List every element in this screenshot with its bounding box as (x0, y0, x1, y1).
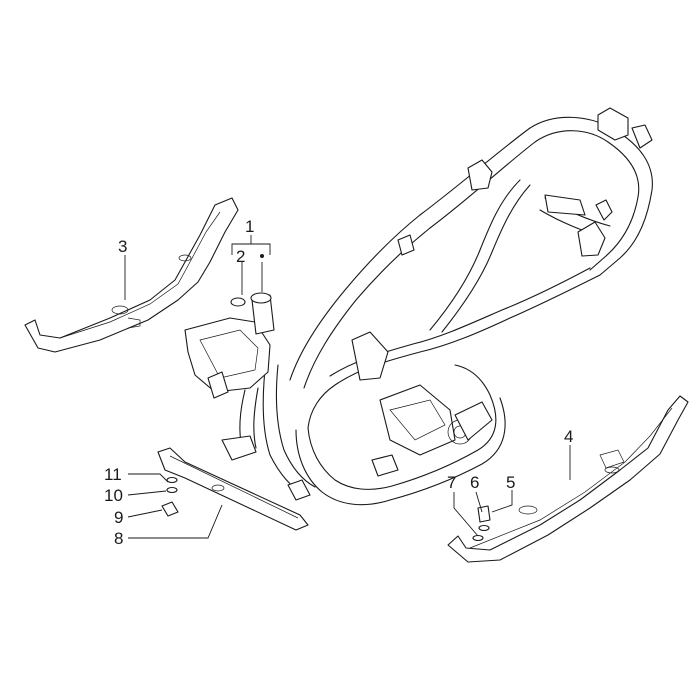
callout-4: 4 (564, 427, 573, 446)
part-3-footrest-rail (24, 197, 239, 353)
callout-5: 5 (506, 473, 515, 492)
callout-8: 8 (114, 529, 123, 548)
callout-10: 10 (104, 486, 123, 505)
part-4-footrest-rail (447, 395, 689, 563)
callout-11: 11 (104, 465, 122, 484)
callout-1: 1 (245, 217, 254, 236)
part-8-front-bar (157, 447, 309, 531)
hardware-5-6-7 (472, 505, 491, 542)
callout-3: 3 (118, 237, 127, 256)
callout-2: 2 (236, 247, 245, 266)
leader-lines (124, 235, 571, 539)
hardware-9-10-11 (161, 476, 179, 517)
callout-9: 9 (114, 508, 123, 527)
callout-6: 6 (470, 473, 479, 492)
headstock-assembly (184, 292, 275, 461)
callout-7: 7 (447, 473, 456, 492)
callout-labels: 1 2 3 4 5 6 7 8 9 10 11 (104, 217, 573, 548)
main-frame (262, 107, 653, 506)
